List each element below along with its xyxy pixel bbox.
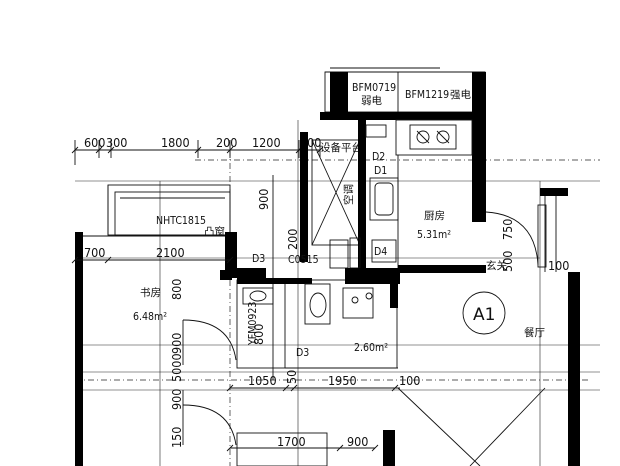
door-code-yfm0923: YFM0923 <box>247 302 259 346</box>
equipment-platform: 设备平台 空调 D2 D1 <box>300 120 387 280</box>
bottom-dimension-line: 1700 900 <box>226 430 395 466</box>
dim-mid-700: 700 <box>84 245 105 260</box>
kitchen: 厨房 5.31m² <box>369 119 486 273</box>
aircon-label: 空调 <box>342 184 355 205</box>
lower-dimension-line: 1050 50 1950 100 <box>226 370 420 392</box>
dim-lower-1950: 1950 <box>328 373 357 388</box>
dim-bottom-900: 900 <box>347 434 368 449</box>
door-code-d2: D2 <box>372 151 385 163</box>
dim-lower-100: 100 <box>399 373 420 388</box>
dim-bottom-1700: 1700 <box>277 434 306 449</box>
dim-v-150: 150 <box>169 427 184 448</box>
door-code-c0515: C0515 <box>288 254 319 266</box>
construction-lines <box>75 120 600 466</box>
door-code-d3-left: D3 <box>252 253 265 265</box>
unit-tag-text: A1 <box>473 305 495 325</box>
room-bay-window: 凸窗 <box>204 225 225 238</box>
bay-window: NHTC1815 凸窗 <box>75 184 231 238</box>
dim-top-200: 200 <box>216 135 237 150</box>
dim-v-900-c: 900 <box>169 389 184 410</box>
room-kitchen-area: 5.31m² <box>417 229 451 241</box>
room-weak-current: 弱电 <box>361 94 382 107</box>
electric-rooms: BFM0719 弱电 BFM1219 强电 <box>320 67 486 222</box>
dim-v-200: 200 <box>285 229 300 250</box>
room-strong-current: 强电 <box>450 88 471 101</box>
vertical-dimensions: 900 200 800 800 900 900 5000 150 750 500 <box>169 175 515 448</box>
room-study-area: 6.48m² <box>133 311 167 323</box>
door-code-d3-bath: D3 <box>296 347 309 359</box>
dim-top-600: 600 <box>84 135 105 150</box>
door-code-d1: D1 <box>374 165 387 177</box>
dim-v-750: 750 <box>500 219 515 240</box>
dim-v-900-b: 900 <box>169 333 184 354</box>
dim-lower-1050: 1050 <box>248 373 277 388</box>
dim-v-5000: 5000 <box>169 353 184 382</box>
room-entrance: 玄关 <box>486 259 507 272</box>
study: D3 书房 6.48m² <box>75 232 266 466</box>
room-study-name: 书房 <box>140 286 161 299</box>
top-dimension-line: 600 300 1800 200 1200 500 <box>71 135 324 165</box>
dim-top-1200: 1200 <box>252 135 281 150</box>
dim-top-1800: 1800 <box>161 135 190 150</box>
dim-v-800-b: 800 <box>251 324 266 345</box>
dim-v-500: 500 <box>500 251 515 272</box>
dim-v-800-a: 800 <box>169 279 184 300</box>
dim-v-900-a: 900 <box>256 189 271 210</box>
dim-lower-50: 50 <box>284 370 299 384</box>
bathroom: YFM0923 D3 2.60m² <box>236 278 400 369</box>
door-code-bfm1219: BFM1219 <box>405 89 449 101</box>
room-equipment-platform: 设备平台 <box>320 141 362 154</box>
dim-mid-100: 100 <box>548 258 569 273</box>
room-bath-area: 2.60m² <box>354 342 388 354</box>
mid-dimension-line: 700 2100 100 <box>71 245 569 273</box>
dining-area: 玄关 餐厅 A1 <box>397 188 580 466</box>
dim-top-300: 300 <box>106 135 127 150</box>
door-code-d4: D4 <box>374 246 387 258</box>
door-code-nhtc1815: NHTC1815 <box>156 215 206 227</box>
door-code-bfm0719: BFM0719 <box>352 82 396 94</box>
room-kitchen-name: 厨房 <box>424 209 445 222</box>
dim-mid-2100: 2100 <box>156 245 185 260</box>
room-dining: 餐厅 <box>524 326 545 339</box>
unit-tag-circle <box>462 291 506 335</box>
shaft-c0515: C0515 D4 <box>220 237 400 280</box>
